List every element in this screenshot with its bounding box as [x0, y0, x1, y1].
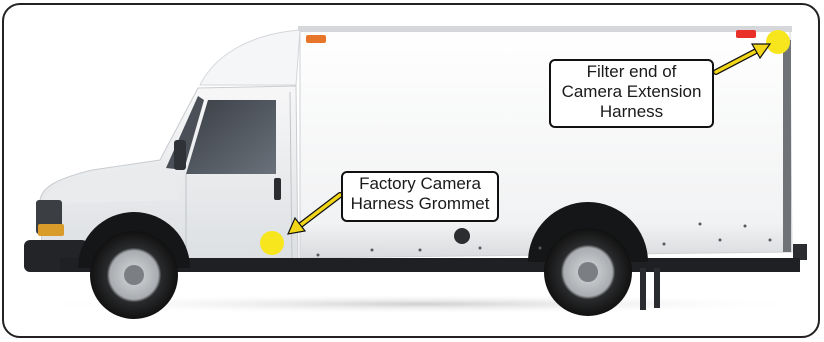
step-bracket — [640, 268, 646, 310]
fuel-door — [454, 228, 470, 244]
callout-line: Camera Extension — [551, 82, 712, 102]
callout-line: Harness — [551, 102, 712, 122]
callout-line: Harness Grommet — [343, 194, 497, 214]
filter-end-callout: Filter end of Camera Extension Harness — [549, 59, 714, 128]
rear-trim — [783, 40, 791, 252]
rear-wheel-hub — [578, 262, 598, 282]
filter-end-marker — [766, 30, 790, 54]
grommet-marker — [260, 231, 284, 255]
cab-over-cap — [200, 30, 300, 85]
door-handle — [274, 178, 281, 200]
roof-rail — [298, 26, 792, 32]
side-mirror — [174, 140, 186, 170]
rear-bumper — [793, 244, 807, 260]
rear-marker-light — [736, 30, 756, 38]
front-clearance-light — [306, 35, 326, 43]
headlight — [38, 224, 64, 236]
grommet-callout: Factory Camera Harness Grommet — [341, 171, 499, 222]
front-wheel-hub — [124, 265, 144, 285]
callout-line: Filter end of — [551, 62, 712, 82]
callout-line: Factory Camera — [343, 174, 497, 194]
step-bracket-2 — [654, 268, 660, 308]
